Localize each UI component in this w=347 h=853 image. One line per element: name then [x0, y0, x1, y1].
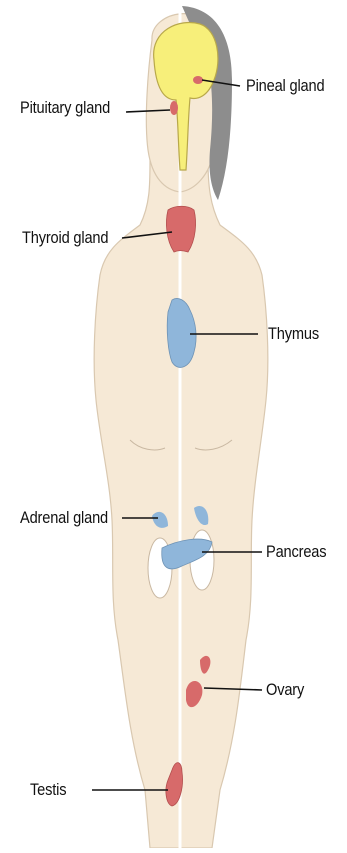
label-pancreas: Pancreas [266, 542, 326, 562]
label-pituitary-gland: Pituitary gland [20, 98, 110, 118]
label-adrenal-gland: Adrenal gland [20, 508, 108, 528]
label-ovary: Ovary [266, 680, 304, 700]
label-thyroid-gland: Thyroid gland [22, 228, 108, 248]
label-pineal-gland: Pineal gland [246, 76, 324, 96]
label-testis: Testis [30, 780, 66, 800]
thyroid-shape [166, 206, 195, 252]
pituitary-gland-shape [170, 101, 178, 115]
pineal-gland-shape [193, 76, 203, 84]
label-thymus: Thymus [268, 324, 319, 344]
